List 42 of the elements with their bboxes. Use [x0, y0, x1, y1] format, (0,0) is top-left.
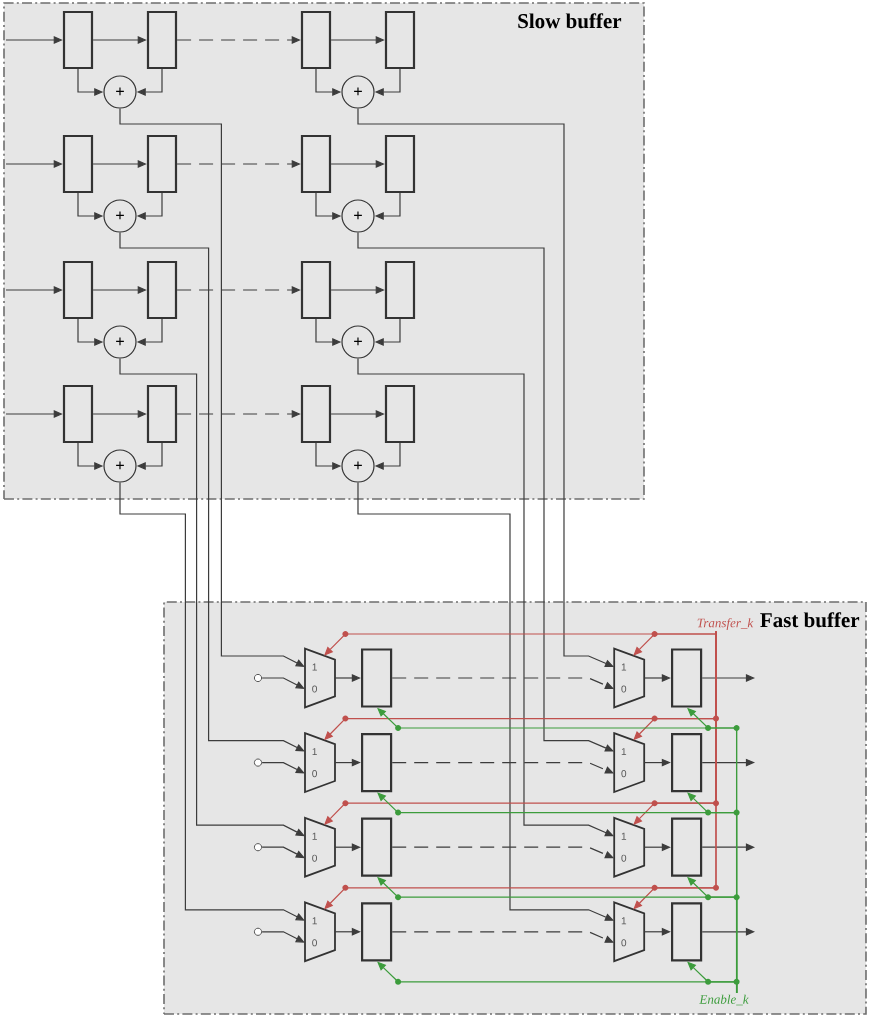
input-terminal	[253, 758, 263, 767]
register-box	[384, 10, 416, 70]
arrow	[119, 482, 305, 921]
register-box	[62, 10, 94, 70]
arrow	[261, 931, 305, 943]
input-terminal	[253, 673, 263, 683]
register-box	[62, 384, 94, 444]
register-box	[146, 134, 178, 194]
register-box	[671, 902, 703, 962]
arrow	[633, 630, 717, 656]
register-box	[62, 260, 94, 320]
register-box	[384, 134, 416, 194]
arrow	[261, 762, 305, 774]
register-box	[300, 10, 332, 70]
arrow	[119, 358, 305, 837]
register-box	[361, 733, 393, 793]
arrow	[261, 846, 305, 859]
arrow	[261, 677, 305, 689]
arrow	[334, 758, 361, 767]
register-box	[146, 384, 178, 444]
register-box	[671, 648, 703, 708]
register-box	[62, 134, 94, 194]
register-box	[671, 817, 703, 877]
arrow	[687, 961, 738, 994]
register-box	[384, 384, 416, 444]
input-terminal	[253, 927, 263, 936]
register-box	[384, 260, 416, 320]
register-box	[146, 10, 178, 70]
register-box	[361, 648, 393, 708]
register-box	[361, 817, 393, 877]
register-box	[146, 260, 178, 320]
arrow	[633, 630, 717, 910]
input-terminal	[253, 843, 263, 852]
register-box	[671, 733, 703, 793]
register-box	[300, 384, 332, 444]
arrow	[119, 108, 305, 667]
register-box	[300, 260, 332, 320]
register-box	[361, 902, 393, 962]
register-box	[300, 134, 332, 194]
arrow	[334, 674, 361, 682]
arrow	[119, 232, 305, 752]
arrow	[334, 927, 361, 936]
